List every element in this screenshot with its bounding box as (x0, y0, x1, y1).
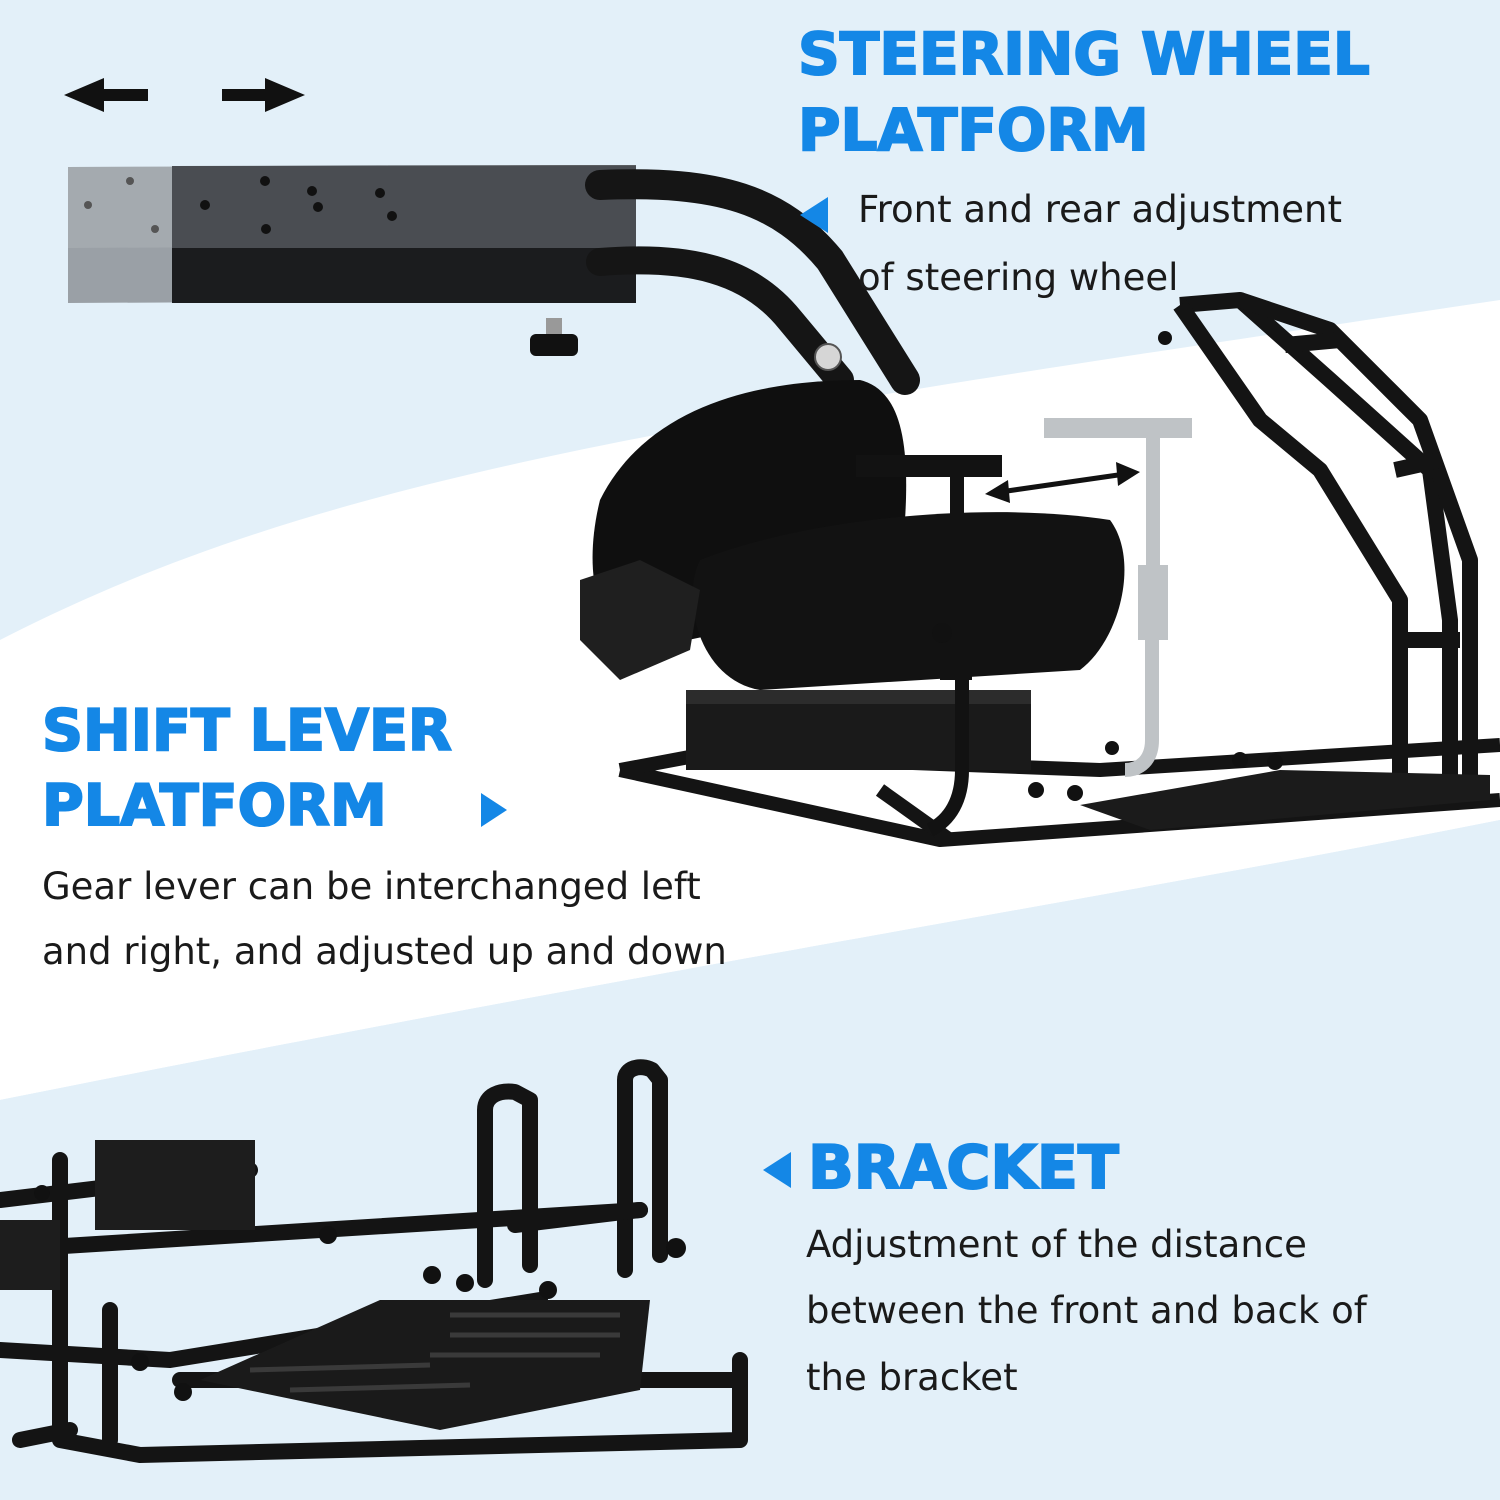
bracket-heading: BRACKET (807, 1132, 1120, 1204)
shift-lever-description-line2: and right, and adjusted up and down (42, 930, 727, 973)
triangle-right-icon (481, 793, 507, 827)
steering-heading-line2: PLATFORM (797, 95, 1150, 165)
bracket-description-line2: between the front and back of (806, 1289, 1367, 1332)
steering-heading-line1: STEERING WHEEL (797, 19, 1371, 89)
right-arrow-icon (222, 78, 305, 112)
steering-description-line1: Front and rear adjustment (858, 188, 1342, 231)
shift-lever-description-line1: Gear lever can be interchanged left (42, 865, 701, 908)
bracket-description-line3: the bracket (806, 1356, 1018, 1399)
double-arrow-icon (985, 462, 1140, 503)
steering-description-line2: of steering wheel (858, 256, 1179, 299)
steering-support-arms (585, 169, 920, 395)
left-arrow-icon (64, 78, 148, 112)
adjust-knob (530, 318, 578, 356)
shift-lever-heading-line1: SHIFT LEVER (41, 697, 453, 765)
triangle-left-icon (763, 1152, 791, 1188)
shift-lever-heading-line2: PLATFORM (41, 772, 388, 840)
triangle-left-icon (800, 197, 828, 233)
bracket-description-line1: Adjustment of the distance (806, 1223, 1307, 1266)
steering-plate (68, 165, 636, 303)
